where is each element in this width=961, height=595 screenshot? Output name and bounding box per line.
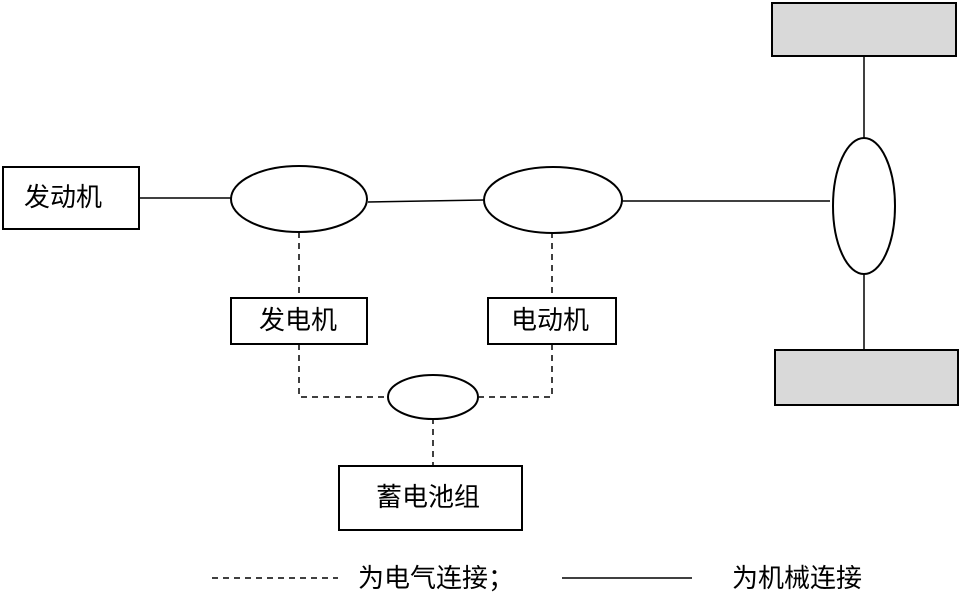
motor-label: 电动机: [511, 306, 590, 336]
legend-electrical-label: 为电气连接；: [358, 564, 515, 594]
generator-label: 发电机: [259, 306, 338, 336]
power-converter-node: [387, 374, 479, 420]
generator-box: [230, 297, 368, 345]
motor-box: [487, 297, 617, 345]
engine-box: [2, 166, 140, 230]
power-coupler-2: [483, 166, 623, 234]
battery-box: [338, 465, 523, 531]
power-coupler-1: [230, 165, 368, 233]
battery-label: 蓄电池组: [376, 483, 481, 513]
coupler-to-coupler-shaft: [367, 199, 485, 203]
motor-to-junction-wire: [479, 344, 553, 398]
bottom-wheel: [774, 349, 959, 406]
top-wheel: [771, 2, 957, 57]
engine-label: 发动机: [24, 183, 103, 213]
differential: [832, 137, 896, 275]
legend-mechanical-label: 为机械连接: [732, 564, 863, 594]
generator-to-junction-wire: [298, 344, 388, 398]
